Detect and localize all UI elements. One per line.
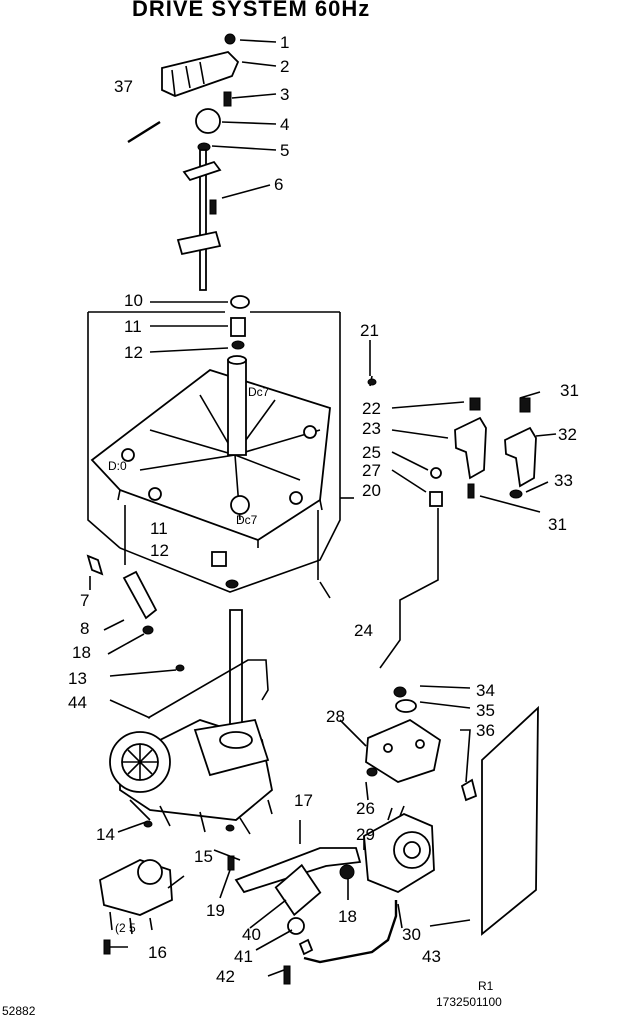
leader-lines <box>89 39 557 977</box>
footer-left-code: 52882 <box>2 1004 36 1017</box>
callout-18-left: 18 <box>72 643 91 662</box>
callout-30: 30 <box>402 925 421 944</box>
base-plate-assembly: Dc7 Dc7 D:0 <box>87 295 341 593</box>
transmission-assembly <box>109 609 273 835</box>
cover-panel <box>460 705 539 936</box>
callout-31-top: 31 <box>560 381 579 400</box>
callout-17: 17 <box>294 791 313 810</box>
page-title: DRIVE SYSTEM 60Hz <box>132 0 371 21</box>
callout-4: 4 <box>280 115 289 134</box>
coupling-parts <box>227 847 362 985</box>
footer-page-ref: R1 <box>478 979 494 993</box>
motor-assembly <box>303 686 442 964</box>
callout-29: 29 <box>356 825 375 844</box>
callout-16: 16 <box>148 943 167 962</box>
svg-text:(2 5: (2 5 <box>115 921 136 935</box>
callout-41: 41 <box>234 947 253 966</box>
callout-32: 32 <box>558 425 577 444</box>
callout-36: 36 <box>476 721 495 740</box>
callout-40: 40 <box>242 925 261 944</box>
callout-42: 42 <box>216 967 235 986</box>
footer: 52882 R1 1732501100 <box>2 979 502 1017</box>
callout-labels: 1 2 3 4 5 6 37 10 11 12 21 22 23 25 27 2… <box>68 33 579 986</box>
callout-20: 20 <box>362 481 381 500</box>
svg-text:Dc7: Dc7 <box>236 513 258 527</box>
callout-35: 35 <box>476 701 495 720</box>
pump-assembly: (2 5 <box>99 859 173 955</box>
footer-drawing-no: 1732501100 <box>436 995 502 1009</box>
callout-1: 1 <box>280 33 289 52</box>
callout-3: 3 <box>280 85 289 104</box>
svg-text:Dc7: Dc7 <box>248 385 270 399</box>
callout-24: 24 <box>354 621 373 640</box>
callout-11: 11 <box>124 317 142 336</box>
callout-26: 26 <box>356 799 375 818</box>
callout-25: 25 <box>362 443 381 462</box>
callout-13: 13 <box>68 669 87 688</box>
callout-37: 37 <box>114 77 133 96</box>
callout-44: 44 <box>68 693 87 712</box>
callout-6: 6 <box>274 175 283 194</box>
callout-12-lower: 12 <box>150 541 169 560</box>
left-small-parts <box>86 554 185 672</box>
callout-18-lower: 18 <box>338 907 357 926</box>
callout-34: 34 <box>476 681 495 700</box>
callout-23: 23 <box>362 419 381 438</box>
callout-43: 43 <box>422 947 441 966</box>
callout-14: 14 <box>96 825 115 844</box>
callout-11-lower: 11 <box>150 519 168 538</box>
callout-2: 2 <box>280 57 289 76</box>
callout-7: 7 <box>80 591 89 610</box>
callout-5: 5 <box>280 141 289 160</box>
callout-15: 15 <box>194 847 213 866</box>
callout-21: 21 <box>360 321 379 340</box>
callout-22: 22 <box>362 399 381 418</box>
callout-19: 19 <box>206 901 225 920</box>
callout-27: 27 <box>362 461 381 480</box>
callout-8: 8 <box>80 619 89 638</box>
right-brackets <box>367 375 537 669</box>
top-bracket-assembly <box>127 33 240 291</box>
callout-28: 28 <box>326 707 345 726</box>
callout-33: 33 <box>554 471 573 490</box>
svg-text:D:0: D:0 <box>108 459 127 473</box>
callout-12: 12 <box>124 343 143 362</box>
callout-31-bottom: 31 <box>548 515 567 534</box>
callout-10: 10 <box>124 291 143 310</box>
